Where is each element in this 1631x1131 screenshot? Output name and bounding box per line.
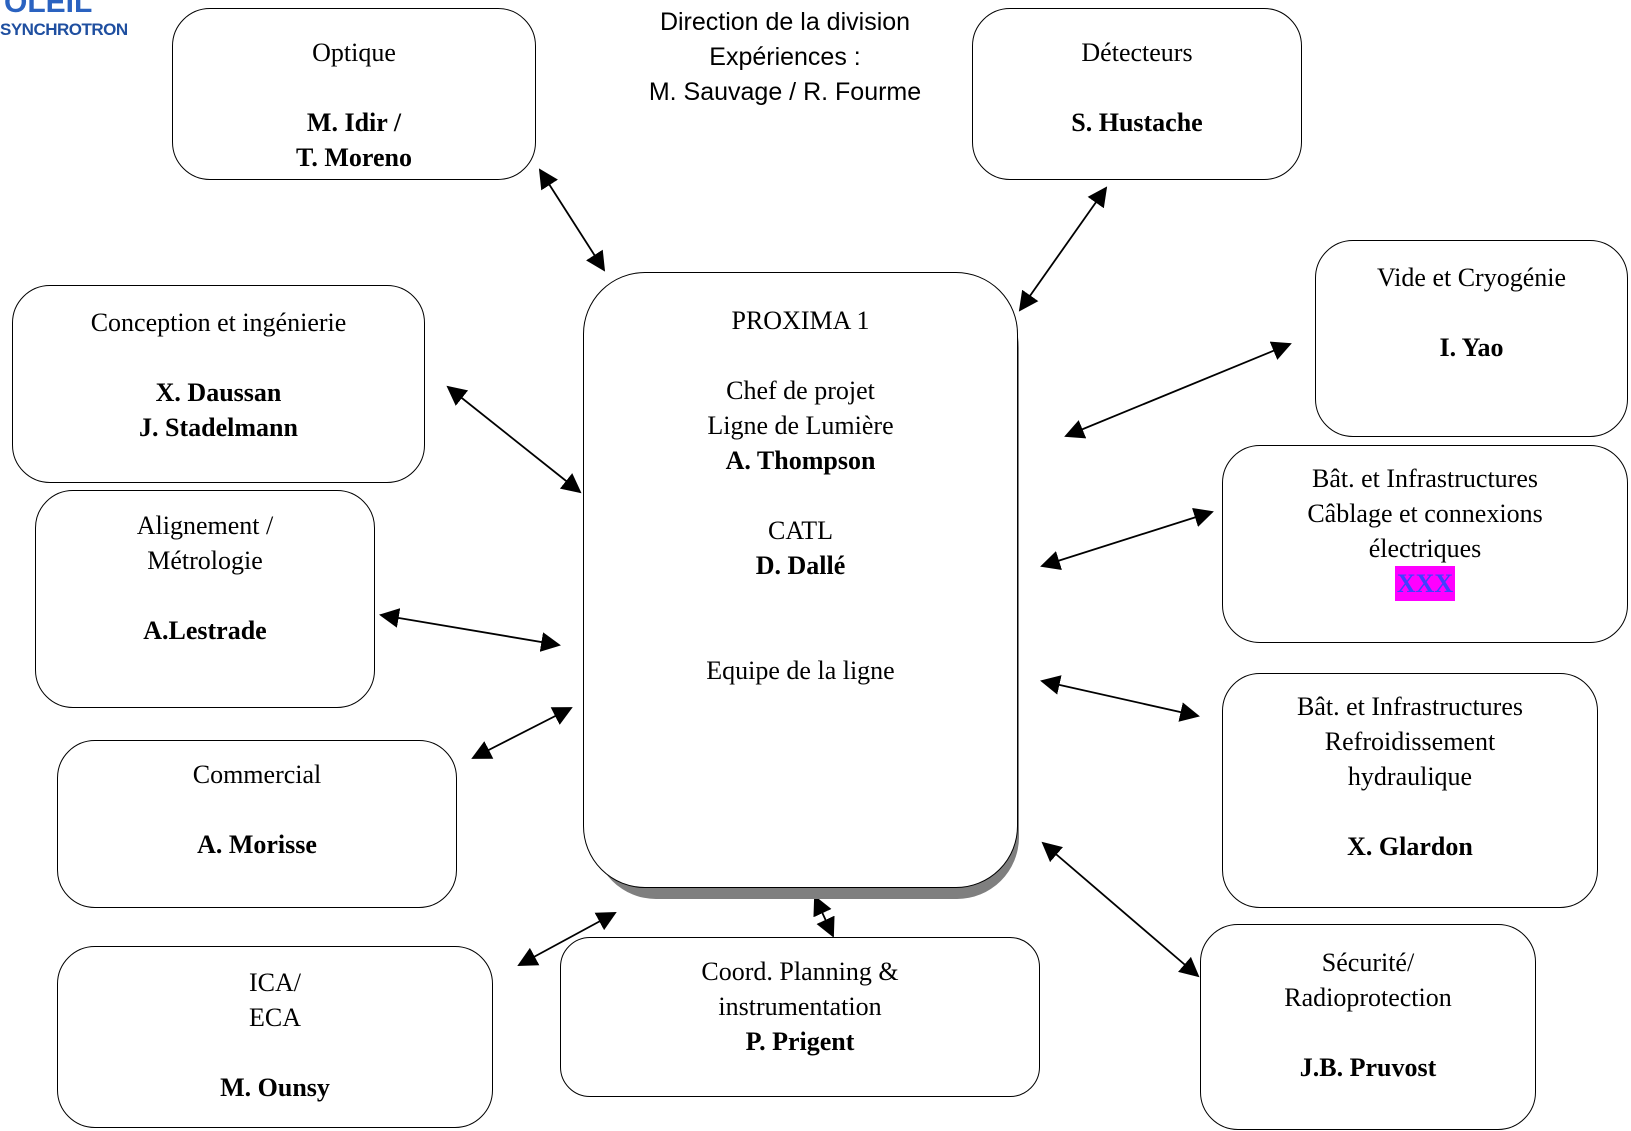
direction-line-1: Direction de la division <box>659 8 911 36</box>
arrow-conception <box>446 385 582 494</box>
box-alignement: Alignement / Métrologie A.Lestrade <box>35 490 375 708</box>
optique-name-2: T. Moreno <box>295 143 413 172</box>
refroid-title-1: Bât. et Infrastructures <box>1297 692 1523 721</box>
box-conception: Conception et ingénierie X. Daussan J. S… <box>12 285 425 483</box>
box-cablage: Bât. et Infrastructures Câblage et conne… <box>1222 445 1628 643</box>
cablage-title-1: Bât. et Infrastructures <box>1312 464 1538 493</box>
commercial-title: Commercial <box>192 760 322 789</box>
direction-line-3: M. Sauvage / R. Fourme <box>648 78 922 106</box>
conception-name-2: J. Stadelmann <box>139 413 298 442</box>
ica-name: M. Ounsy <box>220 1073 330 1102</box>
soleil-logo: OLEIL SYNCHROTRON <box>0 0 160 39</box>
cablage-name: XXX <box>1394 566 1456 601</box>
coord-name: P. Prigent <box>745 1027 855 1056</box>
securite-name: J.B. Pruvost <box>1299 1053 1437 1082</box>
division-direction: Direction de la division Expériences : M… <box>600 6 970 111</box>
arrow-commercial <box>471 707 573 759</box>
alignement-name: A.Lestrade <box>143 616 267 645</box>
coord-title-1: Coord. Planning & <box>701 957 899 986</box>
logo-subtitle: SYNCHROTRON <box>0 20 128 39</box>
alignement-title-2: Métrologie <box>147 546 263 575</box>
arrow-cablage <box>1040 507 1214 571</box>
vide-name: I. Yao <box>1439 333 1504 362</box>
arrow-optique <box>538 168 606 272</box>
box-vide-cryogenie: Vide et Cryogénie I. Yao <box>1315 240 1628 437</box>
direction-line-2: Expériences : <box>709 43 861 71</box>
box-detecteurs: Détecteurs S. Hustache <box>972 8 1302 180</box>
center-role-1-name: A. Thompson <box>725 446 876 475</box>
center-title: PROXIMA 1 <box>731 306 870 335</box>
box-coord-planning: Coord. Planning & instrumentation P. Pri… <box>560 937 1040 1097</box>
detecteurs-name: S. Hustache <box>1071 108 1203 137</box>
box-proxima-1: PROXIMA 1 Chef de projet Ligne de Lumièr… <box>583 272 1018 888</box>
arrow-ica <box>517 912 617 966</box>
arrow-alignement <box>379 608 561 652</box>
optique-title: Optique <box>312 38 396 67</box>
ica-title-1: ICA/ <box>249 968 301 997</box>
securite-title-2: Radioprotection <box>1284 983 1452 1012</box>
arrow-detecteurs <box>1018 186 1108 312</box>
center-role-2: CATL <box>768 516 833 545</box>
box-commercial: Commercial A. Morisse <box>57 740 457 908</box>
box-optique: Optique M. Idir / T. Moreno <box>172 8 536 180</box>
vide-title: Vide et Cryogénie <box>1376 263 1567 292</box>
optique-name-1: M. Idir / <box>306 108 402 137</box>
arrow-coord <box>813 895 835 938</box>
conception-title: Conception et ingénierie <box>90 308 347 337</box>
detecteurs-title: Détecteurs <box>1081 38 1193 67</box>
box-ica-eca: ICA/ ECA M. Ounsy <box>57 946 493 1128</box>
refroid-name: X. Glardon <box>1347 832 1473 861</box>
arrow-vide <box>1064 341 1292 439</box>
refroid-title-2: Refroidissement <box>1324 727 1496 756</box>
refroid-title-3: hydraulique <box>1347 762 1473 791</box>
conception-name-1: X. Daussan <box>155 378 282 407</box>
logo-wordmark: OLEIL <box>4 0 93 19</box>
center-role-1-line-1: Chef de projet <box>726 376 875 405</box>
cablage-title-3: électriques <box>1368 534 1482 563</box>
cablage-title-2: Câblage et connexions <box>1307 499 1543 528</box>
commercial-name: A. Morisse <box>197 830 317 859</box>
center-team: Equipe de la ligne <box>706 656 895 685</box>
alignement-title-1: Alignement / <box>136 511 274 540</box>
box-securite: Sécurité/ Radioprotection J.B. Pruvost <box>1200 924 1536 1130</box>
center-role-2-name: D. Dallé <box>755 551 846 580</box>
securite-title-1: Sécurité/ <box>1321 948 1415 977</box>
arrow-refroid <box>1040 675 1200 722</box>
arrow-securite <box>1041 841 1200 978</box>
box-refroidissement: Bât. et Infrastructures Refroidissement … <box>1222 673 1598 908</box>
coord-title-2: instrumentation <box>718 992 882 1021</box>
center-role-1-line-2: Ligne de Lumière <box>707 411 894 440</box>
ica-title-2: ECA <box>249 1003 301 1032</box>
